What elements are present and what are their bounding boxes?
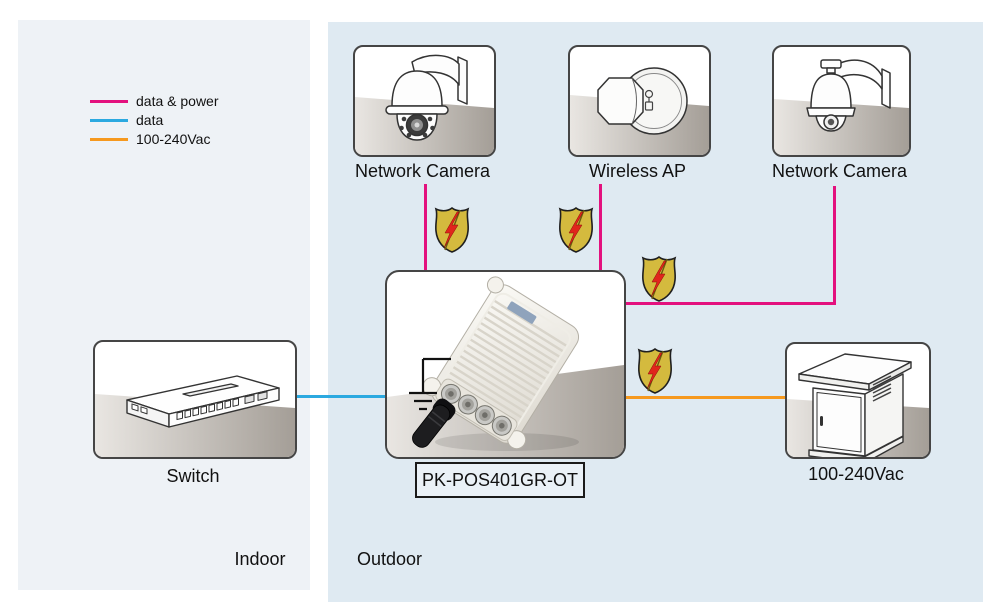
surge-shield-icon [556,205,596,255]
camera-left-box [353,45,496,157]
legend-item-data-power: data & power [90,92,219,111]
legend: data & power data 100-240Vac [90,92,219,149]
link-switch-data [293,395,386,398]
wireless-ap-label: Wireless AP [588,161,687,181]
legend-label: data [136,112,164,128]
legend-item-data: data [90,111,219,130]
surge-shield-icon [432,205,472,255]
indoor-zone-label: Indoor [234,549,286,569]
rack-switch-icon [126,375,280,428]
wireless-ap-box [568,45,711,157]
legend-label: 100-240Vac [136,131,211,147]
surge-shield-icon [635,346,675,396]
dome-camera-icon [385,54,468,141]
outdoor-poe-switch-image [412,276,580,451]
link-camera-right-vertical [833,186,836,305]
poe-switch-box [385,270,626,459]
indoor-zone-panel [18,20,310,590]
data-power-swatch [90,100,128,103]
link-camera-right-horizontal [622,302,836,305]
camera-right-label: Network Camera [771,161,908,181]
legend-item-ac: 100-240Vac [90,130,219,149]
link-camera-left-data-power [424,184,427,272]
legend-label: data & power [136,93,219,109]
power-cabinet-icon [798,353,912,457]
ac-power-box [785,342,931,459]
link-ac-power [622,396,785,399]
data-swatch [90,119,128,122]
switch-label: Switch [166,466,220,486]
camera-right-box [772,45,911,157]
poe-switch-model-label: PK-POS401GR-OT [415,462,585,498]
ac-power-label: 100-240Vac [808,464,904,484]
wireless-ap-icon [597,67,688,135]
surge-shield-icon [639,254,679,304]
switch-box [93,340,297,459]
ac-swatch [90,138,128,141]
link-wireless-ap-data-power [599,184,602,272]
outdoor-zone-label: Outdoor [357,549,423,569]
camera-left-label: Network Camera [354,161,491,181]
ptz-camera-icon [806,59,891,132]
ground-symbol [409,357,451,411]
